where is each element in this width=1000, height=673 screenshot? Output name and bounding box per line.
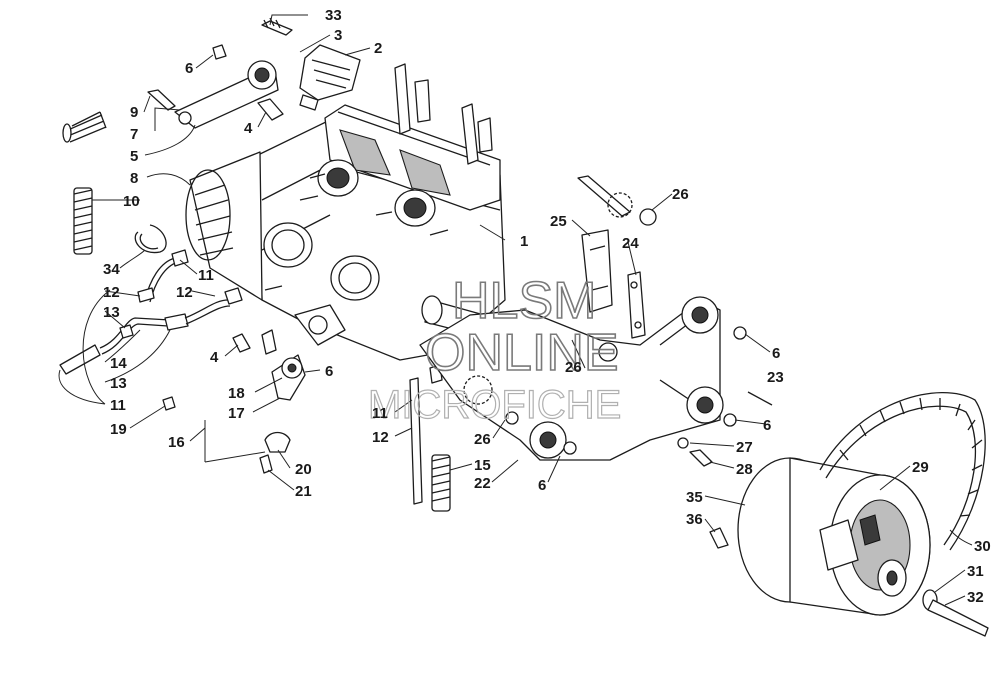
callout-12: 12 [103,284,120,301]
callout-33: 33 [325,7,342,24]
washer-26 [463,375,493,405]
callout-9: 9 [130,104,138,121]
callout-31: 31 [967,563,984,580]
spring-9 [62,111,107,143]
callout-28: 28 [736,461,753,478]
washer-26b [505,411,519,425]
callout-15: 15 [474,457,491,474]
callout-11: 11 [372,405,388,422]
callout-26: 26 [565,359,582,376]
callout-18: 18 [228,385,245,402]
pump-arm-17 [162,329,306,474]
callout-29: 29 [912,459,929,476]
bracket-25 [581,229,613,313]
watermark: HLSM ONLINE MICROFICHE [367,271,622,427]
callout-23: 23 [767,369,784,386]
callout-19: 19 [110,421,127,438]
callout-26: 26 [474,431,491,448]
callout-2: 2 [374,40,382,57]
gauge-bracket-2 [299,44,361,111]
callout-16: 16 [168,434,185,451]
clamp-34 [134,224,167,254]
callout-12: 12 [176,284,193,301]
drive-belt-30 [819,392,986,551]
callout-6: 6 [325,363,333,380]
callout-17: 17 [228,405,245,422]
callout-10: 10 [123,193,140,210]
callout-11: 11 [198,267,214,284]
callout-24: 24 [622,235,639,252]
mounting-plate-22 [419,296,747,461]
callout-4: 4 [244,120,253,137]
callout-20: 20 [295,461,312,478]
spring-10 [73,187,93,255]
drive-clutch-29 [737,457,931,616]
clutch-bolt-32 [922,589,989,637]
svg-text:ONLINE: ONLINE [425,324,619,382]
callout-6: 6 [772,345,780,362]
svg-text:MICROFICHE: MICROFICHE [368,383,621,427]
callout-22: 22 [474,475,491,492]
callout-8: 8 [130,170,138,187]
top-screw-33 [261,17,293,36]
callout-30: 30 [974,538,991,555]
fuel-lines [59,249,243,375]
callout-14: 14 [110,355,127,372]
callout-26: 26 [672,186,689,203]
callout-1: 1 [520,233,528,250]
callout-6: 6 [538,477,546,494]
callout-4: 4 [210,349,219,366]
callout-25: 25 [550,213,567,230]
bracket-24 [627,271,646,339]
svg-text:HLSM: HLSM [452,272,596,330]
callout-21: 21 [295,483,312,500]
callout-32: 32 [967,589,984,606]
engine-assembly [185,63,521,361]
callout-labels: 33 3 2 6 9 7 4 5 8 10 1 26 25 24 34 11 1… [103,7,991,606]
callout-11: 11 [110,397,126,414]
callout-13: 13 [110,375,127,392]
callout-6: 6 [763,417,771,434]
bolt-28 [677,437,713,467]
screw-36 [709,527,729,549]
leader-lines [58,14,973,606]
idler-bolt-26 [577,175,657,226]
callout-35: 35 [686,489,703,506]
spring-15 [431,454,451,512]
pin-23 [747,391,773,406]
callout-13: 13 [103,304,120,321]
callout-12: 12 [372,429,389,446]
callout-36: 36 [686,511,703,528]
callout-6: 6 [185,60,193,77]
callout-27: 27 [736,439,753,456]
callout-3: 3 [334,27,342,44]
callout-5: 5 [130,148,138,165]
mount-bracket-5 [147,44,284,129]
callout-7: 7 [130,126,138,143]
callout-34: 34 [103,261,120,278]
